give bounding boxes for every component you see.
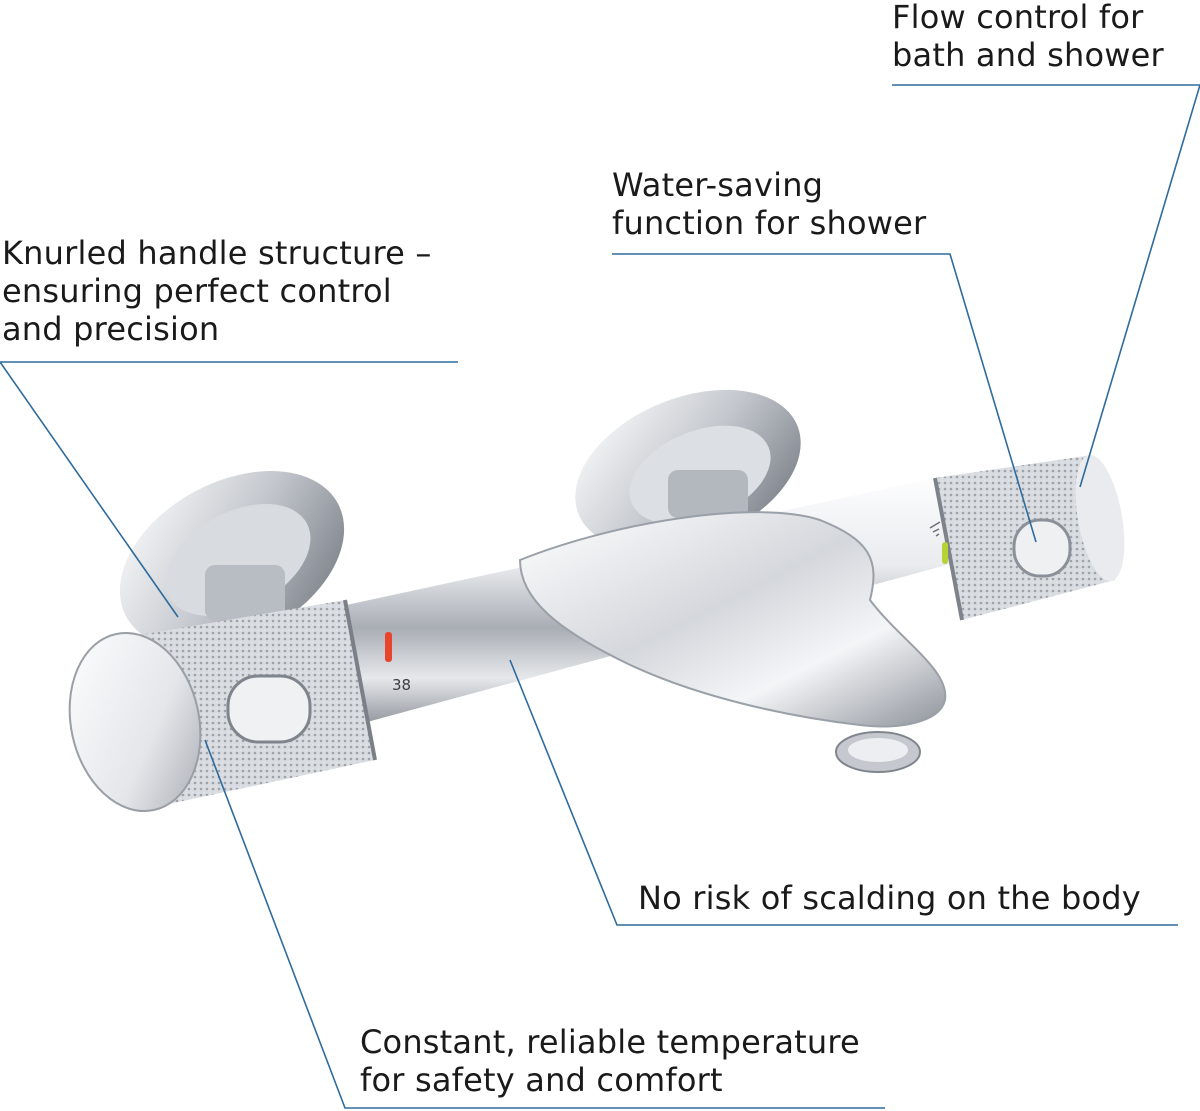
leader-line-water xyxy=(612,253,1037,543)
right-wall-rose xyxy=(575,389,801,551)
temperature-dial-value: 38 xyxy=(392,676,412,694)
callout-line: No risk of scalding on the body xyxy=(638,879,1141,917)
callout-line: bath and shower xyxy=(892,36,1164,74)
callout-line: Knurled handle structure – xyxy=(2,234,432,272)
leader-line-temp xyxy=(204,739,885,1109)
callout-knurled-handle: Knurled handle structure – ensuring perf… xyxy=(2,234,432,348)
left-wall-rose xyxy=(119,471,345,649)
spout xyxy=(518,511,947,773)
leader-line-flow xyxy=(892,84,1200,488)
callout-flow-control: Flow control for bath and shower xyxy=(892,0,1164,74)
callout-line: ensuring perfect control xyxy=(2,272,392,310)
leader-line-knurled xyxy=(0,361,458,618)
callout-water-saving: Water-saving function for shower xyxy=(612,166,926,242)
callout-line: for safety and comfort xyxy=(360,1061,723,1099)
callout-constant-temperature: Constant, reliable temperature for safet… xyxy=(360,1023,860,1099)
callout-line: and precision xyxy=(2,310,220,348)
callout-line: Water-saving xyxy=(612,166,824,204)
temperature-marker-icon xyxy=(385,632,392,662)
callout-no-scalding: No risk of scalding on the body xyxy=(638,879,1141,917)
leader-lines xyxy=(0,84,1200,1109)
callout-line: Flow control for xyxy=(892,0,1144,36)
callout-line: Constant, reliable temperature xyxy=(360,1023,860,1061)
callout-line: function for shower xyxy=(612,204,927,242)
eco-button-icon xyxy=(942,542,948,564)
shower-icon xyxy=(929,521,941,537)
leader-line-scald xyxy=(509,659,1178,926)
temperature-handle xyxy=(68,599,392,813)
